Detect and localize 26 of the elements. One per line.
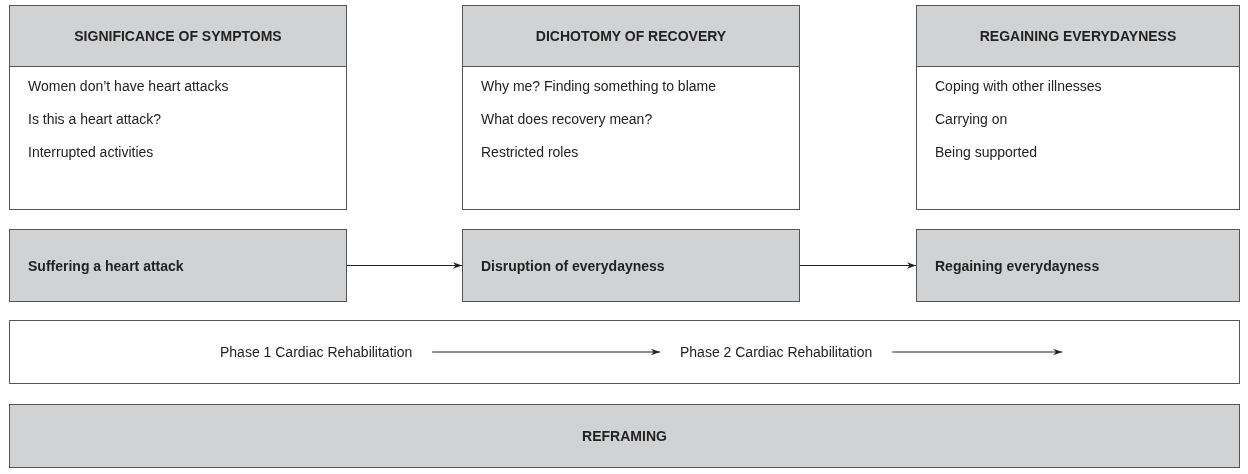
- phase-band: [9, 320, 1240, 384]
- arrow: [431, 348, 661, 356]
- subtheme-text: What does recovery mean?: [481, 111, 653, 127]
- theme-box: [916, 5, 1240, 210]
- theme-box: [9, 5, 347, 210]
- arrow: [799, 262, 917, 269]
- subtheme-text: Interrupted activities: [28, 144, 154, 160]
- stage-box: Disruption of everydayness: [462, 229, 800, 302]
- subtheme-text: Restricted roles: [481, 144, 579, 160]
- stage-box: Regaining everydayness: [916, 229, 1240, 302]
- stage-box: Suffering a heart attack: [9, 229, 347, 302]
- phase-label: Phase 1 Cardiac Rehabilitation: [220, 343, 413, 361]
- subtheme-text: Coping with other illnesses: [935, 78, 1102, 94]
- subtheme-text: Is this a heart attack?: [28, 111, 162, 127]
- subtheme-text: Being supported: [935, 144, 1037, 160]
- theme-box: [462, 5, 800, 210]
- subtheme-text: Women don’t have heart attacks: [28, 78, 229, 94]
- arrow: [346, 262, 463, 269]
- arrow: [891, 348, 1063, 356]
- theme-heading: SIGNIFICANCE OF SYMPTOMS: [10, 6, 346, 67]
- theme-heading: REGAINING EVERYDAYNESS: [917, 6, 1239, 67]
- subtheme-text: Why me? Finding something to blame: [481, 78, 716, 94]
- subtheme-text: Carrying on: [935, 111, 1008, 127]
- phase-label: Phase 2 Cardiac Rehabilitation: [680, 343, 873, 361]
- theme-heading: DICHOTOMY OF RECOVERY: [463, 6, 799, 67]
- reframing-bar: REFRAMING: [9, 404, 1240, 468]
